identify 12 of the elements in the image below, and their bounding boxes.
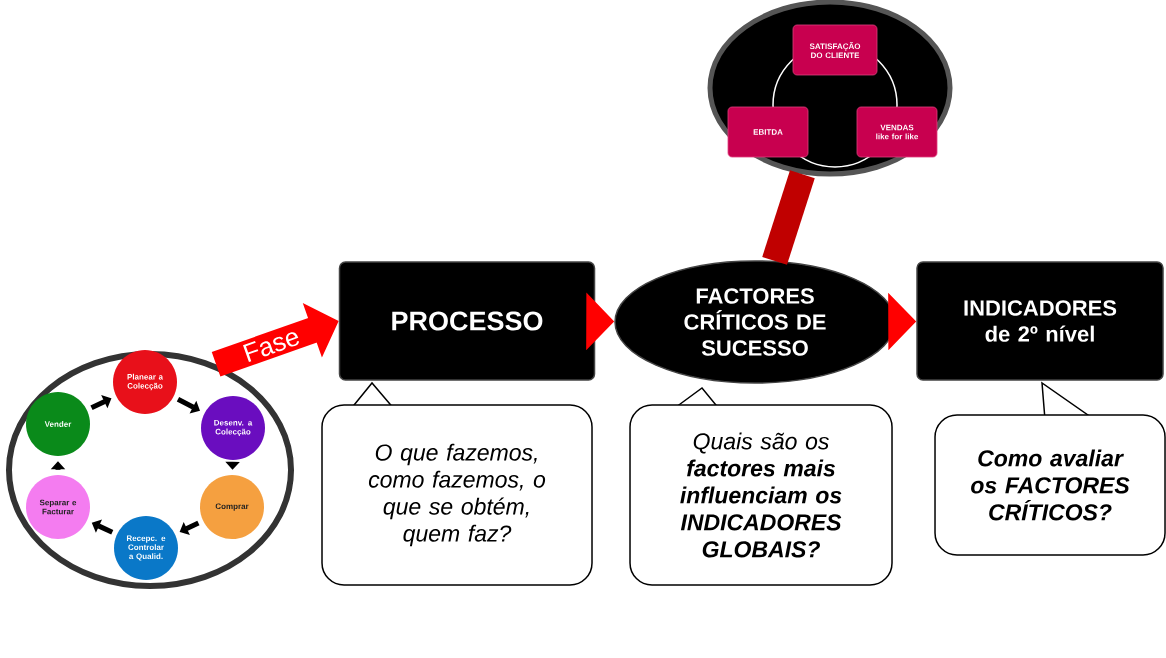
connector-band	[762, 170, 815, 265]
indicator-box: EBITDA	[727, 106, 809, 158]
indicator-box: SATISFAÇÃO DO CLIENTE	[792, 24, 878, 76]
process-box: INDICADORES de 2º nível	[916, 261, 1164, 381]
arrow	[90, 395, 112, 411]
speech-bubble: O que fazemos, como fazemos, o que se obtém, quem faz?	[321, 381, 593, 586]
process-box: PROCESSO	[338, 261, 596, 381]
edge-label: Fase	[239, 325, 303, 365]
speech-bubble: Quais são os factores mais influenciam os INDICADORES GLOBAIS?	[629, 387, 893, 586]
speech-bubble: Como avaliar os FACTORES CRÍTICOS?	[934, 381, 1166, 556]
indicator-box: VENDAS like for like	[856, 106, 938, 158]
arrow	[179, 520, 200, 536]
